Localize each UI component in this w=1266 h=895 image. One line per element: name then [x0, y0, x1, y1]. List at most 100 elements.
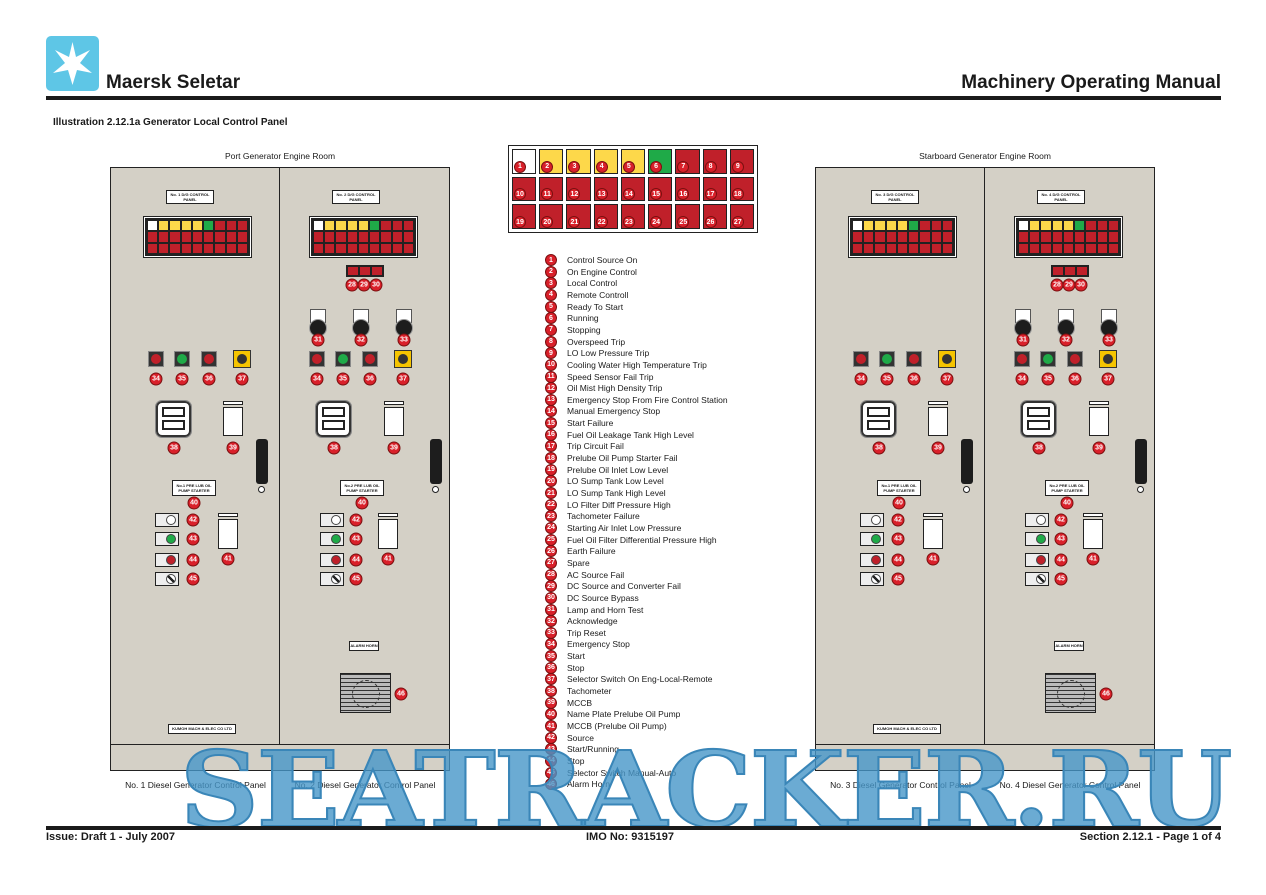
emergency-stop-button[interactable] — [1014, 351, 1030, 367]
indicator-lamp — [853, 221, 863, 231]
callout-badge: 20 — [545, 475, 557, 488]
prelube-mccb[interactable] — [218, 519, 238, 549]
mccb-breaker[interactable] — [384, 407, 404, 436]
mccb-top — [1089, 401, 1109, 405]
stop-button[interactable] — [906, 351, 922, 367]
indicator-lamp — [909, 232, 919, 242]
legend-label: Name Plate Prelube Oil Pump — [567, 709, 681, 720]
selector-switch-eng-local-remote[interactable] — [1099, 350, 1117, 368]
selector-switch-manual-auto[interactable] — [1025, 572, 1049, 586]
indicator-lamp — [181, 221, 191, 231]
legend-label: LO Sump Tank High Level — [567, 488, 666, 498]
callout-badge: 18 — [545, 452, 557, 465]
indicator-lamp — [237, 243, 247, 253]
prelube-nameplate: No.2 PRE LUB OIL PUMP STARTER — [1045, 480, 1089, 496]
indicator-lamp — [170, 232, 180, 242]
stop-button[interactable] — [201, 351, 217, 367]
tachometer-digits — [867, 420, 890, 430]
source-lamp[interactable] — [320, 513, 344, 527]
callout-badge: 16 — [545, 428, 557, 441]
callout-badge: 41 — [926, 552, 940, 566]
indicator-lamp — [920, 243, 930, 253]
callout-badge: 3 — [545, 277, 557, 290]
callout-badge: 39 — [1092, 441, 1106, 455]
mccb-breaker[interactable] — [1089, 407, 1109, 436]
door-handle[interactable] — [256, 439, 268, 484]
source-lamp[interactable] — [860, 513, 884, 527]
selector-switch-eng-local-remote[interactable] — [938, 350, 956, 368]
prelube-mccb[interactable] — [378, 519, 398, 549]
callout-badge: 11 — [541, 188, 554, 201]
start-running-button[interactable] — [1025, 532, 1049, 546]
callout-badge: 24 — [545, 521, 557, 534]
emergency-stop-button[interactable] — [309, 351, 325, 367]
prelube-stop-button[interactable] — [155, 553, 179, 567]
callout-badge: 42 — [545, 731, 557, 744]
door-handle[interactable] — [961, 439, 973, 484]
source-lamp[interactable] — [155, 513, 179, 527]
callout-badge: 38 — [167, 441, 181, 455]
stop-button[interactable] — [362, 351, 378, 367]
indicator-lamp — [853, 243, 863, 253]
prelube-stop-button[interactable] — [320, 553, 344, 567]
selector-switch-eng-local-remote[interactable] — [233, 350, 251, 368]
callout-badge: 44 — [891, 553, 905, 567]
door-handle[interactable] — [1135, 439, 1147, 484]
prelube-stop-button[interactable] — [860, 553, 884, 567]
indicator-lamp — [942, 221, 952, 231]
indicator-lamp — [159, 221, 169, 231]
selector-switch-manual-auto[interactable] — [320, 572, 344, 586]
callout-badge: 33 — [1102, 333, 1116, 347]
callout-badge: 38 — [327, 441, 341, 455]
door-handle[interactable] — [430, 439, 442, 484]
selector-switch-manual-auto[interactable] — [860, 572, 884, 586]
panel-nameplate: No. 3 D/G CONTROL PANEL — [871, 190, 919, 204]
mccb-top — [223, 401, 243, 405]
start-button[interactable] — [1040, 351, 1056, 367]
indicator-lamp — [1108, 221, 1118, 231]
indicator-lamp — [226, 232, 236, 242]
start-running-button[interactable] — [860, 532, 884, 546]
start-running-button[interactable] — [155, 532, 179, 546]
callout-badge: 32 — [354, 333, 368, 347]
start-button[interactable] — [174, 351, 190, 367]
prelube-mccb[interactable] — [1083, 519, 1103, 549]
emergency-stop-button[interactable] — [853, 351, 869, 367]
door-lock — [963, 486, 970, 493]
start-button[interactable] — [335, 351, 351, 367]
mccb-breaker[interactable] — [223, 407, 243, 436]
prelube-mccb[interactable] — [923, 519, 943, 549]
mccb-breaker[interactable] — [928, 407, 948, 436]
selector-switch-eng-local-remote[interactable] — [394, 350, 412, 368]
emergency-stop-button[interactable] — [148, 351, 164, 367]
door-lock — [1137, 486, 1144, 493]
prelube-stop-button[interactable] — [1025, 553, 1049, 567]
selector-switch-manual-auto[interactable] — [155, 572, 179, 586]
start-running-button[interactable] — [320, 532, 344, 546]
indicator-lamp — [204, 232, 214, 242]
stop-button[interactable] — [1067, 351, 1083, 367]
indicator-lamp — [159, 232, 169, 242]
callout-badge: 42 — [1054, 513, 1068, 527]
indicator-lamp — [148, 232, 158, 242]
legend-label: Start — [567, 651, 585, 662]
stop-button-lamp — [204, 354, 214, 364]
callout-badge: 42 — [349, 513, 363, 527]
legend-label: Oil Mist High Density Trip — [567, 383, 663, 394]
callout-badge: 46 — [1099, 687, 1113, 701]
start-button[interactable] — [879, 351, 895, 367]
callout-badge: 41 — [1086, 552, 1100, 566]
callout-badge: 39 — [226, 441, 240, 455]
indicator-lamp — [159, 243, 169, 253]
indicator-lamp — [237, 221, 247, 231]
callout-badge: 36 — [1068, 372, 1082, 386]
callout-badge: 29 — [357, 278, 371, 292]
legend-label: Manual Emergency Stop — [567, 406, 661, 417]
legend-label: Stop — [567, 662, 585, 673]
source-lamp[interactable] — [1025, 513, 1049, 527]
